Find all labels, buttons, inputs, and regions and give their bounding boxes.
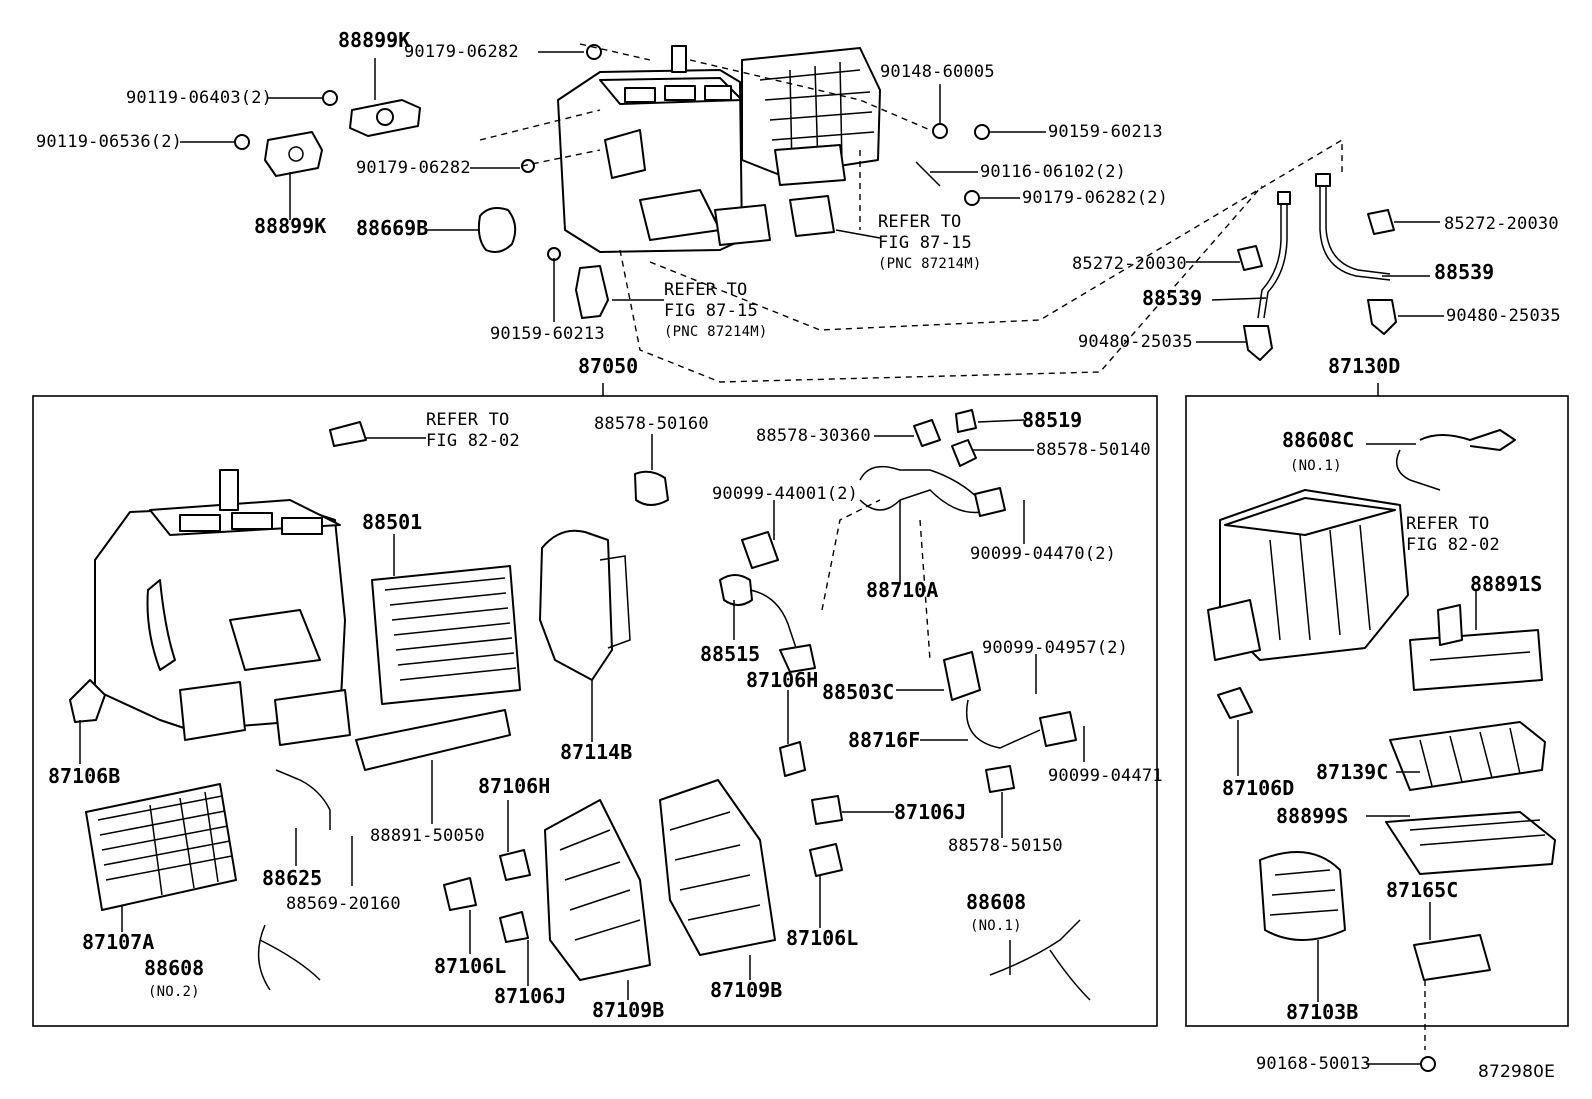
refer-line: REFER TO	[1406, 514, 1490, 534]
group-label-blower-assembly: 87130D	[1328, 354, 1401, 378]
case-drawing	[94, 469, 351, 746]
part-label[interactable]: 87106D	[1222, 776, 1295, 800]
part-label[interactable]: 90179-06282	[404, 42, 519, 62]
part-label[interactable]: 88899K	[338, 28, 411, 52]
drain-hose-drawings	[1237, 173, 1397, 361]
part-label[interactable]: 88515	[700, 642, 761, 666]
part-label[interactable]: 87106H	[746, 668, 819, 692]
part-label[interactable]: 90168-50013	[1256, 1054, 1371, 1074]
part-label[interactable]: 90099-04957(2)	[982, 638, 1129, 658]
blower-case-halves-drawing	[544, 779, 776, 981]
part-label[interactable]: 88899S	[1276, 804, 1349, 828]
part-label[interactable]: 90179-06282	[356, 158, 471, 178]
part-label[interactable]: 88578-50160	[594, 414, 709, 434]
part-label[interactable]: 88569-20160	[286, 894, 401, 914]
refer-note: REFER TO FIG 82-02	[1406, 514, 1500, 556]
part-label[interactable]: 88578-50150	[948, 836, 1063, 856]
part-label[interactable]: 88539	[1142, 286, 1203, 310]
group-label-assembly: 87050	[578, 354, 639, 378]
filter-and-motor-drawing	[1217, 604, 1556, 981]
part-label[interactable]: 90119-06536(2)	[36, 132, 183, 152]
part-label[interactable]: 87106B	[48, 764, 121, 788]
refer-line: FIG 82-02	[1406, 535, 1500, 555]
part-label[interactable]: 90159-60213	[1048, 122, 1163, 142]
part-label[interactable]: 88501	[362, 510, 423, 534]
refer-line: FIG 82-02	[426, 431, 520, 451]
part-label[interactable]: 87106J	[894, 800, 967, 824]
part-label[interactable]: 88891S	[1470, 572, 1543, 596]
part-label[interactable]: 87165C	[1386, 878, 1459, 902]
refer-line: REFER TO	[426, 410, 510, 430]
leader-lines	[79, 51, 1477, 1065]
part-label[interactable]: 90116-06102(2)	[980, 162, 1127, 182]
part-label[interactable]: 87106L	[434, 954, 507, 978]
refer-line: (PNC 87214M)	[664, 324, 768, 340]
part-label[interactable]: 87103B	[1286, 1000, 1359, 1024]
part-label[interactable]: 90099-04470(2)	[970, 544, 1117, 564]
part-label[interactable]: 90099-44001(2)	[712, 484, 859, 504]
assembly-box	[32, 395, 1158, 1027]
refer-line: REFER TO	[878, 212, 962, 232]
part-label[interactable]: 90480-25035	[1078, 332, 1193, 352]
part-label[interactable]: 88899K	[254, 214, 327, 238]
part-label[interactable]: 88891-50050	[370, 826, 485, 846]
refer-line: (PNC 87214M)	[878, 256, 982, 272]
refer-line: REFER TO	[664, 280, 748, 300]
note-label: (NO.2)	[148, 984, 200, 1000]
part-label[interactable]: 90480-25035	[1446, 306, 1561, 326]
note-label: (NO.1)	[970, 918, 1022, 934]
top-small-parts	[234, 44, 990, 319]
part-label[interactable]: 88503C	[822, 680, 895, 704]
part-label[interactable]: 88669B	[356, 216, 429, 240]
part-label[interactable]: 87139C	[1316, 760, 1389, 784]
part-label[interactable]: 87109B	[592, 998, 665, 1022]
evaporator-drawing	[355, 565, 521, 771]
part-label[interactable]: 88608C	[1282, 428, 1355, 452]
part-label[interactable]: 88608	[966, 890, 1027, 914]
refer-note: REFER TO FIG 82-02	[426, 410, 520, 452]
note-label: (NO.1)	[1290, 458, 1342, 474]
part-label[interactable]: 87114B	[560, 740, 633, 764]
housing-cover-drawing	[539, 529, 631, 681]
part-label[interactable]: 90119-06403(2)	[126, 88, 273, 108]
part-label[interactable]: 90159-60213	[490, 324, 605, 344]
blower-unit-drawing	[1207, 429, 1516, 661]
refer-line: FIG 87-15	[664, 301, 758, 321]
small-main-parts	[69, 409, 1091, 1001]
figure-code: 872980E	[1478, 1062, 1556, 1082]
part-label[interactable]: 87109B	[710, 978, 783, 1002]
refer-note: REFER TO FIG 87-15 (PNC 87214M)	[664, 280, 768, 343]
part-label[interactable]: 90099-04471	[1048, 766, 1163, 786]
refer-note: REFER TO FIG 87-15 (PNC 87214M)	[878, 212, 982, 275]
part-label[interactable]: 90148-60005	[880, 62, 995, 82]
part-label[interactable]: 88608	[144, 956, 205, 980]
part-label[interactable]: 88519	[1022, 408, 1083, 432]
part-label[interactable]: 90179-06282(2)	[1022, 188, 1169, 208]
blower-assembly-box	[1185, 395, 1569, 1027]
part-label[interactable]: 87106H	[478, 774, 551, 798]
part-label[interactable]: 88625	[262, 866, 323, 890]
part-label[interactable]: 88716F	[848, 728, 921, 752]
part-label[interactable]: 87106L	[786, 926, 859, 950]
part-label[interactable]: 87107A	[82, 930, 155, 954]
heater-core-drawing	[85, 783, 237, 911]
part-label[interactable]: 85272-20030	[1444, 214, 1559, 234]
part-label[interactable]: 87106J	[494, 984, 567, 1008]
refer-line: FIG 87-15	[878, 233, 972, 253]
part-label[interactable]: 88578-30360	[756, 426, 871, 446]
part-label[interactable]: 88710A	[866, 578, 939, 602]
part-label[interactable]: 88539	[1434, 260, 1495, 284]
part-label[interactable]: 85272-20030	[1072, 254, 1187, 274]
part-label[interactable]: 88578-50140	[1036, 440, 1151, 460]
